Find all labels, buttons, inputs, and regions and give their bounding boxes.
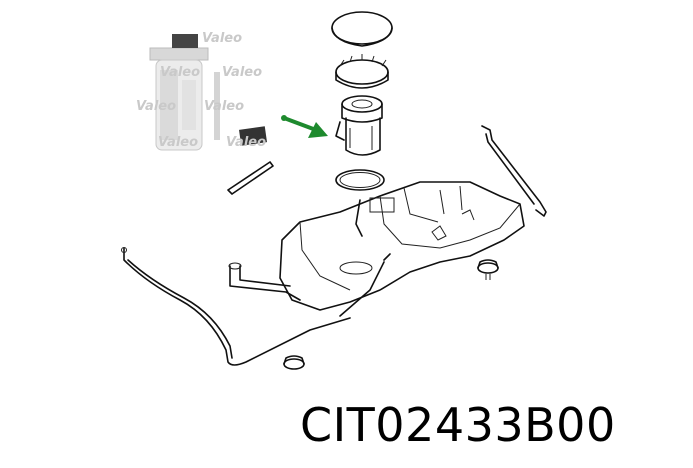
- support-bracket: [481, 125, 547, 217]
- watermark: Valeo: [160, 65, 200, 80]
- watermark: Valeo: [202, 31, 242, 46]
- pump-module: [335, 95, 383, 156]
- watermark: Valeo: [226, 135, 266, 150]
- part-code: CIT02433B00: [300, 398, 616, 452]
- watermark: Valeo: [158, 135, 198, 150]
- green-arrow-icon: [281, 115, 328, 138]
- watermark: Valeo: [222, 65, 262, 80]
- watermark: Valeo: [204, 99, 244, 114]
- mount-right: [477, 259, 499, 280]
- watermark: Valeo: [136, 99, 176, 114]
- fuel-tank: [279, 181, 525, 311]
- rod-part: [227, 161, 274, 195]
- seal-ring: [335, 169, 385, 191]
- locking-ring: [335, 54, 389, 89]
- fuel-pump-photo: Valeo Valeo Valeo Valeo Valeo Valeo Vale…: [136, 31, 267, 151]
- watermark-group: Valeo Valeo Valeo Valeo Valeo Valeo Vale…: [136, 31, 266, 150]
- mount-left: [283, 355, 305, 370]
- fuel-lines: [121, 247, 385, 366]
- tank-cap: [331, 11, 393, 47]
